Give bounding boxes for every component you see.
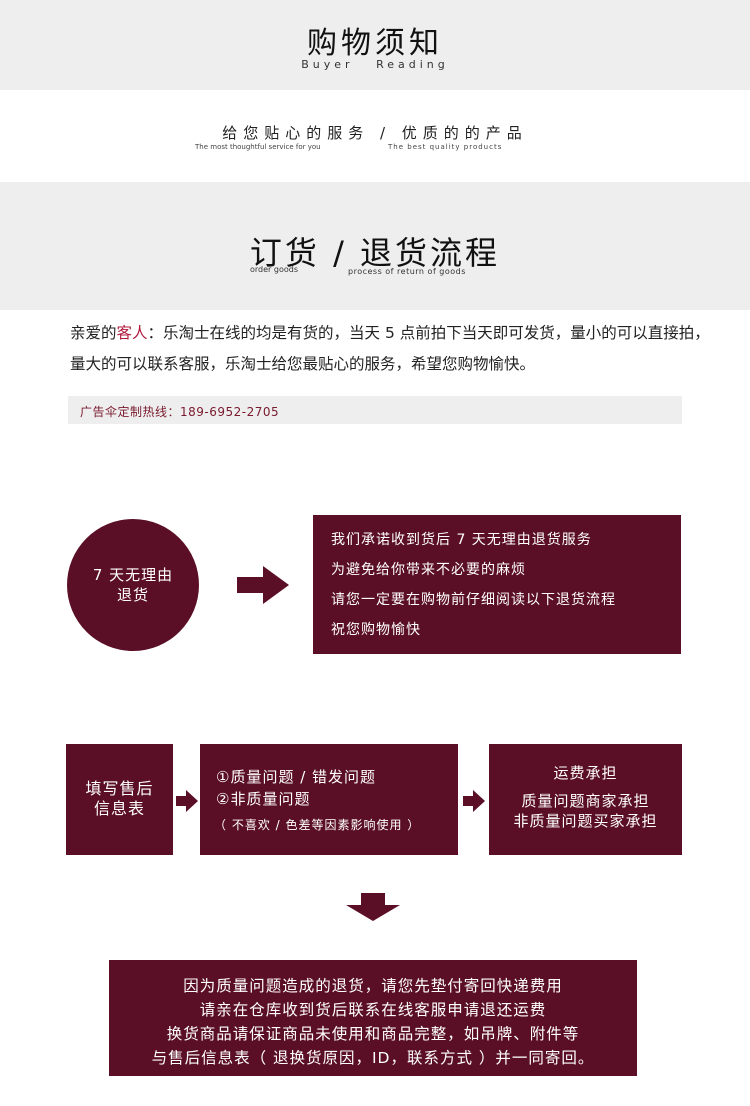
header-band <box>0 0 750 90</box>
intro-text-start: 亲爱的 <box>70 324 117 342</box>
section-title: 订货 / 退货流程 <box>249 234 501 272</box>
promise-line-1: 我们承诺收到货后 7 天无理由退货服务 <box>331 532 592 548</box>
page-title: 购物须知 <box>307 26 443 61</box>
badge-line-1: 7 天无理由 <box>92 566 174 584</box>
hotline-bar <box>68 396 682 424</box>
arrow-right-icon <box>237 566 289 604</box>
notice-line-2: 请亲在仓库收到货后联系在线客服申请退还运费 <box>199 1001 547 1019</box>
section-header-band <box>0 182 750 310</box>
slogan-english-left: The most thoughtful service for you <box>195 143 321 151</box>
step1-line-2: 信息表 <box>93 799 145 818</box>
intro-highlight: 客人 <box>116 324 148 342</box>
step-problem-types: ①质量问题 / 错发问题 ②非质量问题 （ 不喜欢 / 色差等因素影响使用 ） <box>200 744 458 855</box>
promise-line-4: 祝您购物愉快 <box>331 622 421 638</box>
step3-title: 运费承担 <box>553 764 618 782</box>
step3-line-2: 非质量问题买家承担 <box>513 812 658 830</box>
intro-paragraph: 亲爱的客人：乐淘士在线的均是有货的，当天 5 点前拍下当天即可发货，量小的可以直… <box>70 318 710 380</box>
hotline-text: 广告伞定制热线：189-6952-2705 <box>80 405 280 419</box>
step3-line-1: 质量问题商家承担 <box>521 792 650 810</box>
arrow-right-icon <box>176 790 198 812</box>
step-shipping-cost: 运费承担 质量问题商家承担 非质量问题买家承担 <box>489 744 682 855</box>
intro-text-rest: ：乐淘士在线的均是有货的，当天 5 点前拍下当天即可发货，量小的可以直接拍，量大… <box>70 324 710 373</box>
return-notice-box: 因为质量问题造成的退货，请您先垫付寄回快递费用 请亲在仓库收到货后联系在线客服申… <box>109 960 637 1076</box>
section-subtitle-left: order goods <box>250 265 298 274</box>
badge-line-2: 退货 <box>116 586 149 604</box>
notice-line-1: 因为质量问题造成的退货，请您先垫付寄回快递费用 <box>183 977 563 995</box>
step2-line-1: ①质量问题 / 错发问题 <box>216 768 377 786</box>
step2-line-2: ②非质量问题 <box>216 790 311 808</box>
promise-line-3: 请您一定要在购物前仔细阅读以下退货流程 <box>331 592 616 608</box>
slogan-english-right: The best quality products <box>388 143 503 151</box>
promise-line-2: 为避免给你带来不必要的麻烦 <box>331 562 526 578</box>
slogan: 给您贴心的服务 / 优质的的产品 <box>222 124 528 142</box>
step2-line-3: （ 不喜欢 / 色差等因素影响使用 ） <box>214 818 421 832</box>
arrow-right-icon <box>463 790 485 812</box>
step1-line-1: 填写售后 <box>85 779 154 798</box>
page-subtitle: Buyer Reading <box>301 58 449 71</box>
seven-day-return-badge: 7 天无理由 退货 <box>67 519 199 651</box>
step-fill-form: 填写售后 信息表 <box>66 744 173 855</box>
notice-line-4: 与售后信息表（ 退换货原因，ID，联系方式 ）并一同寄回。 <box>151 1049 595 1067</box>
return-promise-box: 我们承诺收到货后 7 天无理由退货服务 为避免给你带来不必要的麻烦 请您一定要在… <box>313 515 681 654</box>
arrow-down-icon <box>346 893 400 921</box>
notice-line-3: 换货商品请保证商品未使用和商品完整，如吊牌、附件等 <box>166 1025 580 1043</box>
section-subtitle-right: process of return of goods <box>348 267 466 276</box>
